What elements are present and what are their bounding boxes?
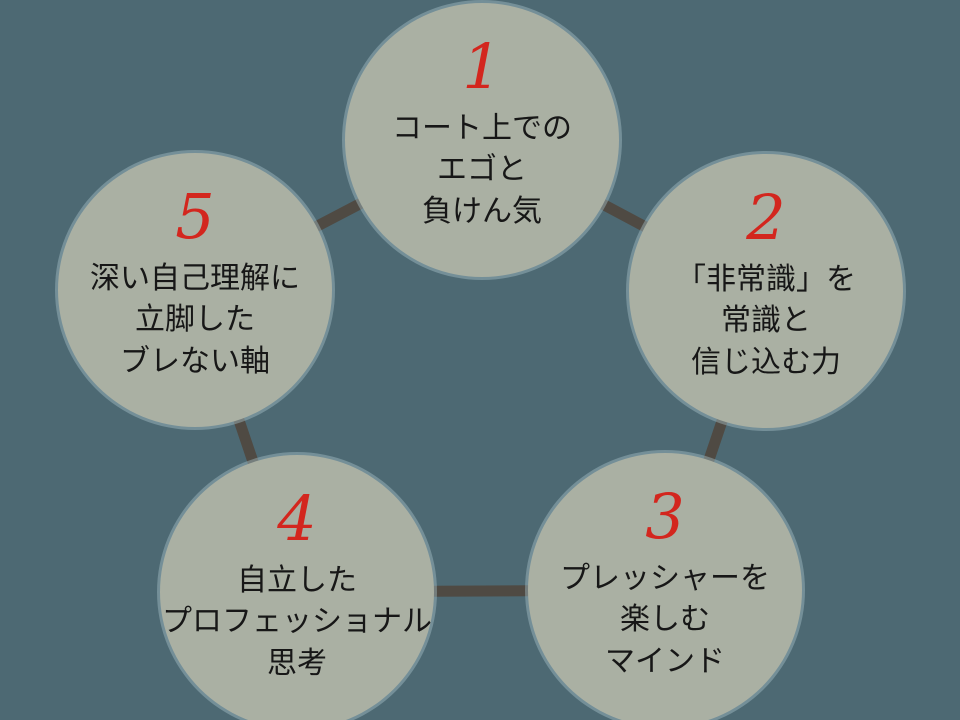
step-circle-1: 1 コート上での エゴと 負けん気: [345, 3, 619, 277]
step-1-number: 1: [462, 29, 502, 103]
step-circle-4: 4 自立した プロフェッショナル 思考: [160, 455, 434, 720]
step-5-number: 5: [175, 179, 215, 253]
step-2-number: 2: [746, 180, 786, 254]
step-circle-2: 2 「非常識」を 常識と 信じ込む力: [629, 154, 903, 428]
step-4-label: 自立した プロフェッショナル 思考: [162, 563, 432, 680]
step-1-label: コート上での エゴと 負けん気: [392, 111, 572, 228]
step-2-label: 「非常識」を 常識と 信じ込む力: [676, 262, 856, 379]
step-circle-5: 5 深い自己理解に 立脚した ブレない軸: [58, 153, 332, 427]
step-3-number: 3: [645, 479, 685, 553]
step-3-label: プレッシャーを 楽しむ マインド: [560, 561, 770, 678]
step-4-number: 4: [277, 481, 317, 555]
step-circle-3: 3 プレッシャーを 楽しむ マインド: [528, 453, 802, 720]
step-5-label: 深い自己理解に 立脚した ブレない軸: [90, 261, 300, 378]
